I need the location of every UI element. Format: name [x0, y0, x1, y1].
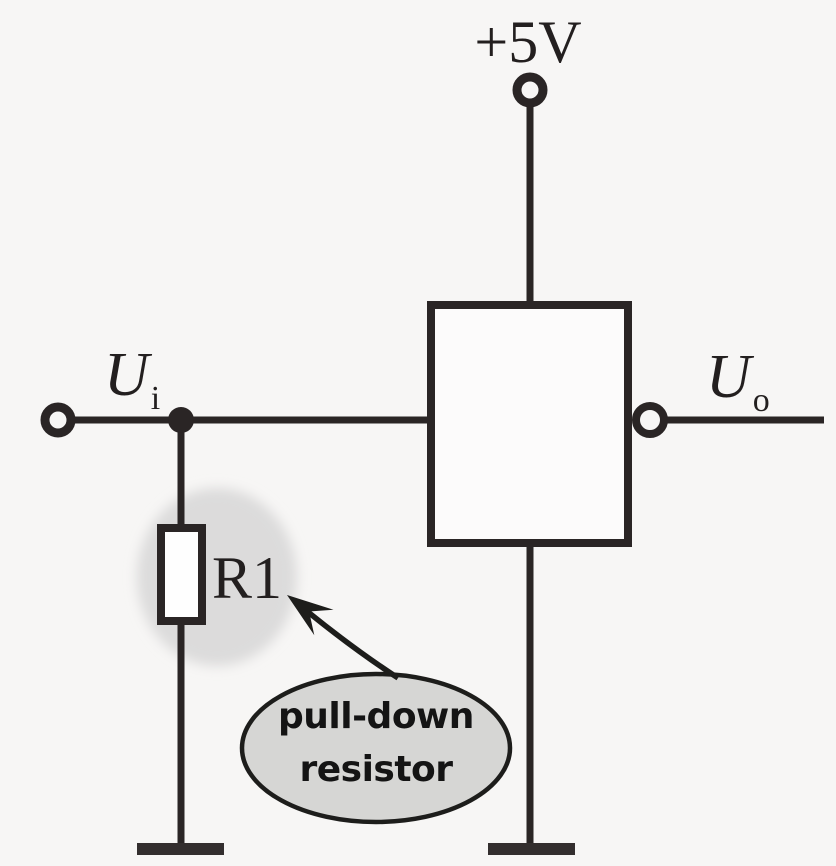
- callout-line1: pull-down: [278, 696, 474, 737]
- callout-line2: resistor: [299, 749, 453, 790]
- logic-gate-box: [427, 301, 632, 547]
- callout-label: pull-down resistor: [242, 690, 510, 796]
- output-signal-base: U: [706, 343, 751, 411]
- input-signal-base: U: [104, 341, 149, 409]
- input-signal-label: Ui: [104, 340, 160, 418]
- callout-arrowhead-icon: [287, 595, 334, 636]
- wires: [73, 105, 824, 847]
- ground-symbol-left-icon: [137, 843, 224, 855]
- resistor-designator-label: R1: [212, 545, 283, 611]
- callout-ellipse: [239, 671, 513, 825]
- supply-terminal-icon: [512, 72, 548, 108]
- callout-arrow-shaft: [306, 609, 400, 681]
- input-terminal-icon: [40, 402, 76, 438]
- junction-dot-icon: [168, 407, 194, 433]
- output-inverter-bubble-icon: [632, 402, 668, 438]
- resistor-symbol: [157, 524, 206, 625]
- supply-voltage-label: +5V: [474, 9, 582, 75]
- output-signal-subscript: o: [752, 382, 770, 419]
- output-signal-label: Uo: [706, 342, 770, 420]
- input-signal-subscript: i: [150, 380, 161, 417]
- ground-symbol-right-icon: [488, 843, 575, 855]
